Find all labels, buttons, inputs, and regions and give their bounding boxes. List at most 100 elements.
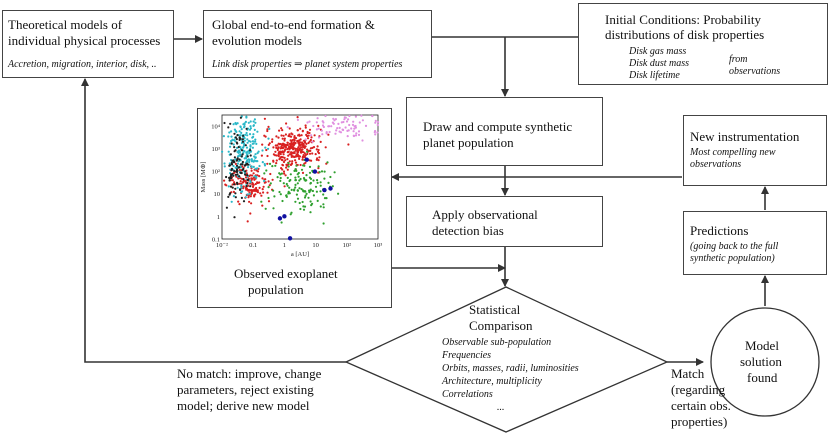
scatter-point-2: [256, 152, 259, 155]
scatter-point-4: [347, 118, 350, 121]
x-tick-label: 1: [283, 242, 286, 249]
scatter-point-4: [333, 119, 336, 122]
scatter-point-0: [296, 147, 299, 151]
scatter-point-2: [243, 142, 246, 145]
scatter-point-2: [240, 186, 243, 189]
scatter-point-1: [248, 200, 251, 203]
scatter-point-2: [248, 160, 251, 164]
scatter-point-1: [268, 184, 271, 187]
scatter-point-2: [243, 125, 246, 128]
theory-detail: Accretion, migration, interior, disk, ..: [8, 59, 157, 70]
scatter-point-5: [239, 188, 242, 191]
scatter-point-5: [241, 138, 244, 141]
scatter-point-1: [269, 172, 272, 176]
comparison-item-subpop: Observable sub-population: [442, 337, 552, 348]
scatter-point-5: [237, 146, 240, 149]
predictions-box: Predictions (going back to the full synt…: [683, 211, 827, 275]
scatter-point-0: [300, 146, 303, 149]
scatter-point-3: [322, 206, 325, 209]
scatter-point-0: [291, 160, 294, 163]
scatter-point-5: [233, 132, 236, 135]
scatter-point-0: [290, 154, 293, 157]
solar-planet-point: [287, 236, 293, 241]
scatter-point-3: [298, 187, 301, 190]
scatter-point-1: [237, 177, 240, 180]
scatter-point-1: [256, 181, 259, 184]
scatter-point-2: [244, 196, 247, 199]
scatter-point-3: [272, 189, 275, 192]
scatter-point-4: [348, 114, 351, 118]
scatter-point-0: [301, 129, 304, 132]
scatter-point-5: [231, 159, 234, 162]
scatter-point-0: [298, 144, 301, 147]
scatter-point-0: [294, 161, 298, 164]
scatter-point-4: [306, 121, 309, 124]
scatter-point-1: [242, 185, 245, 188]
scatter-point-3: [263, 172, 266, 175]
scatter-point-3: [305, 174, 308, 177]
scatter-point-2: [249, 145, 252, 148]
scatter-point-2: [250, 165, 253, 168]
scatter-point-5: [233, 170, 236, 173]
x-tick-label: 10³: [374, 242, 383, 249]
scatter-point-2: [247, 121, 250, 124]
scatter-point-0: [272, 153, 275, 156]
scatter-point-3: [303, 196, 307, 199]
scatter-point-3: [287, 192, 291, 195]
scatter-point-1: [258, 175, 261, 178]
scatter-point-0: [278, 151, 281, 154]
scatter-point-4: [316, 117, 319, 120]
initial-source-2: observations: [729, 66, 781, 77]
match-line-3: certain obs.: [671, 398, 731, 413]
scatter-point-4: [327, 125, 330, 128]
scatter-point-2: [249, 179, 252, 182]
scatter-point-4: [340, 121, 343, 124]
scatter-point-0: [301, 155, 304, 158]
scatter-point-4: [336, 127, 339, 130]
scatter-point-3: [302, 189, 305, 192]
y-tick-label: 0.1: [212, 237, 220, 244]
solar-planet-point: [304, 157, 309, 162]
scatter-point-1: [271, 178, 274, 181]
scatter-point-0: [263, 134, 266, 137]
scatter-point-4: [361, 139, 364, 142]
scatter-point-0: [280, 145, 283, 148]
y-tick-label: 10: [214, 191, 221, 198]
scatter-point-2: [232, 164, 235, 168]
scatter-point-3: [294, 200, 297, 203]
scatter-point-0: [275, 146, 278, 149]
scatter-point-3: [281, 199, 284, 203]
solar-planet-point: [277, 216, 283, 221]
scatter-point-5: [228, 179, 231, 182]
scatter-point-2: [251, 140, 255, 143]
scatter-point-0: [317, 148, 320, 152]
scatter-point-0: [261, 143, 264, 146]
scatter-point-1: [248, 188, 251, 192]
scatter-point-5: [235, 138, 238, 141]
scatter-point-1: [246, 220, 249, 223]
x-tick-label: 10²: [343, 242, 352, 249]
scatter-point-5: [245, 127, 248, 130]
scatter-point-5: [234, 136, 237, 139]
predictions-detail-1: (going back to the full: [690, 241, 779, 252]
scatter-point-2: [261, 149, 264, 152]
scatter-point-3: [264, 207, 267, 210]
scatter-point-3: [329, 175, 332, 179]
scatter-point-4: [364, 124, 368, 127]
scatter-point-2: [254, 156, 257, 159]
scatter-point-0: [282, 160, 286, 164]
scatter-point-5: [245, 185, 248, 188]
scatter-point-5: [241, 153, 244, 156]
scatter-point-0: [293, 138, 296, 141]
scatter-point-2: [230, 135, 233, 138]
scatter-point-1: [249, 212, 252, 215]
scatter-point-4: [322, 125, 325, 129]
scatter-point-1: [283, 185, 286, 188]
scatter-point-0: [254, 182, 257, 186]
scatter-point-3: [331, 185, 334, 188]
scatter-point-0: [315, 148, 318, 151]
scatter-point-0: [292, 144, 295, 147]
scatter-point-2: [258, 164, 261, 168]
scatter-point-3: [316, 179, 319, 182]
